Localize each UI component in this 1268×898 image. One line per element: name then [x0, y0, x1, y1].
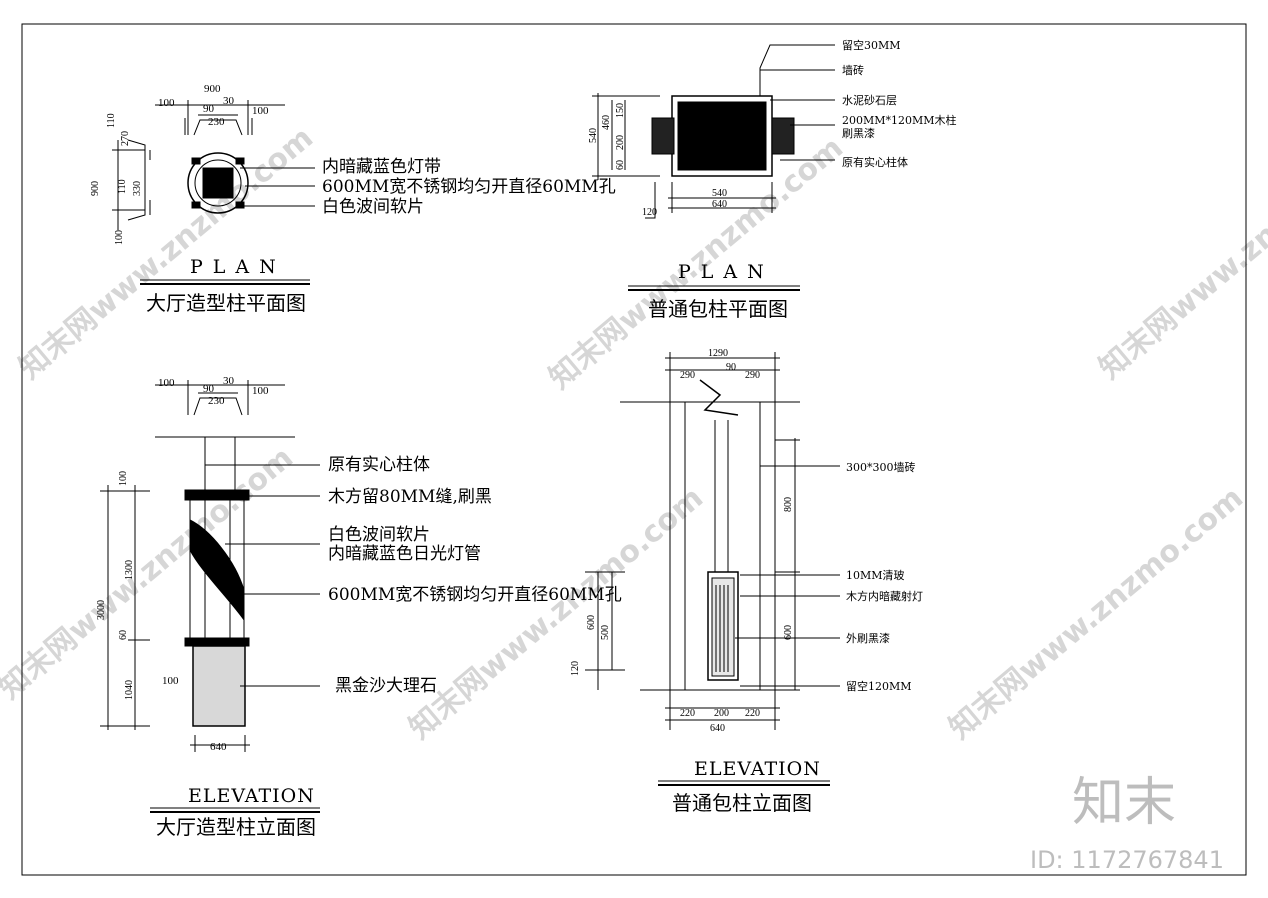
dim-label: 100 — [158, 377, 175, 389]
dim-label: 100 — [158, 97, 175, 109]
dim-label: 90 — [726, 362, 736, 373]
frame-border — [21, 23, 1247, 876]
dim-label: 330 — [132, 181, 143, 196]
dim-label: 1300 — [124, 560, 135, 580]
plan1-drawing — [112, 100, 315, 230]
callout-label: 200MM*120MM木柱 — [842, 113, 957, 127]
dim-label: 640 — [712, 199, 727, 210]
callout-label: 600MM宽不锈钢均匀开直径60MM孔 — [328, 585, 622, 605]
dim-label: 600 — [783, 625, 794, 640]
dim-label: 110 — [106, 113, 117, 128]
dim-label: 60 — [118, 630, 129, 640]
dim-label: 200 — [615, 135, 626, 150]
dim-label: 1040 — [124, 680, 135, 700]
dim-label: 500 — [600, 625, 611, 640]
dim-label: 150 — [615, 103, 626, 118]
dim-label: 900 — [204, 83, 221, 95]
plan1-subtitle: PLAN — [190, 256, 286, 278]
plan2-drawing — [592, 44, 835, 219]
plan1-title: 大厅造型柱平面图 — [146, 291, 306, 315]
dim-label: 640 — [710, 723, 725, 734]
dim-label: 290 — [680, 370, 695, 381]
plan1-dims: 900 100 90 30 100 230 270 110 330 110 90… — [90, 83, 616, 315]
dim-label: 100 — [162, 675, 179, 687]
callout-label: 内暗藏蓝色日光灯管 — [328, 544, 481, 564]
callout-label: 白色波间软片 — [322, 197, 424, 217]
callout-label: 刷黑漆 — [842, 127, 875, 140]
elev2-dims: 1290 290 90 290 800 600 500 600 120 220 … — [570, 348, 923, 815]
dim-label: 120 — [642, 207, 657, 218]
dim-label: 120 — [570, 661, 581, 676]
callout-label: 10MM清玻 — [846, 569, 905, 582]
plan2-subtitle: PLAN — [678, 261, 774, 283]
callout-label: 外刷黑漆 — [846, 632, 890, 645]
callout-label: 水泥砂石层 — [842, 94, 897, 107]
dim-label: 600 — [586, 615, 597, 630]
watermark-text: 知末网www.znzmo.com — [1093, 120, 1268, 386]
dim-label: 100 — [252, 385, 269, 397]
elev2-title: 普通包柱立面图 — [672, 791, 812, 815]
dim-label: 90 — [203, 383, 215, 395]
dim-label: 30 — [223, 95, 235, 107]
watermark-text: 知末网www.znzmo.com — [0, 440, 300, 706]
dim-label: 1290 — [708, 348, 728, 359]
dim-label: 540 — [588, 128, 599, 143]
dim-label: 100 — [114, 230, 125, 245]
elev1-drawing — [100, 380, 320, 752]
callout-label: 600MM宽不锈钢均匀开直径60MM孔 — [322, 177, 616, 197]
callout-label: 原有实心柱体 — [842, 155, 908, 169]
dim-label: 230 — [208, 395, 225, 407]
elev1-dims: 100 90 30 100 230 100 1300 3000 60 1040 … — [96, 375, 622, 839]
dim-label: 270 — [120, 131, 131, 146]
watermark-text: 知末网www.znzmo.com — [13, 120, 320, 386]
dim-label: 100 — [252, 105, 269, 117]
callout-label: 留空30MM — [842, 38, 901, 52]
dim-label: 220 — [745, 708, 760, 719]
callout-label: 黑金沙大理石 — [335, 676, 437, 696]
callout-label: 留空120MM — [846, 679, 912, 693]
dim-label: 800 — [783, 497, 794, 512]
callout-label: 木方留80MM缝,刷黑 — [328, 487, 492, 507]
dim-label: 290 — [745, 370, 760, 381]
dim-label: 110 — [117, 179, 128, 194]
brand-logo-text: 知末 — [1072, 773, 1176, 833]
callout-label: 原有实心柱体 — [328, 455, 430, 475]
dim-label: 30 — [223, 375, 235, 387]
dim-label: 460 — [601, 115, 612, 130]
dim-label: 3000 — [96, 600, 107, 620]
dim-label: 200 — [714, 708, 729, 719]
callout-label: 木方内暗藏射灯 — [846, 589, 923, 603]
callout-label: 白色波间软片 — [328, 525, 430, 545]
watermark-layer: 知末网www.znzmo.com 知末网www.znzmo.com 知末网www… — [0, 120, 1268, 746]
elev1-title: 大厅造型柱立面图 — [156, 815, 316, 839]
callout-label: 300*300墙砖 — [846, 460, 916, 474]
elev2-subtitle: ELEVATION — [694, 758, 821, 780]
dim-label: 540 — [712, 188, 727, 199]
dim-label: 100 — [118, 471, 129, 486]
callout-label: 墙砖 — [842, 63, 864, 77]
dim-label: 900 — [90, 181, 101, 196]
plan2-title: 普通包柱平面图 — [648, 297, 788, 321]
watermark-text: 知末网www.znzmo.com — [403, 480, 710, 746]
dim-label: 230 — [208, 116, 225, 128]
dim-label: 60 — [615, 160, 626, 170]
watermark-text: 知末网www.znzmo.com — [943, 480, 1250, 746]
dim-label: 220 — [680, 708, 695, 719]
callout-label: 内暗藏蓝色灯带 — [322, 157, 441, 177]
id-label: ID: 1172767841 — [1030, 846, 1224, 874]
elev2-drawing — [585, 352, 840, 730]
dim-label: 640 — [210, 741, 227, 753]
dim-label: 90 — [203, 103, 215, 115]
elev1-subtitle: ELEVATION — [188, 785, 315, 807]
plan2-dims: 540 460 60 200 150 540 640 120 留空30MM 墙砖… — [588, 38, 957, 321]
